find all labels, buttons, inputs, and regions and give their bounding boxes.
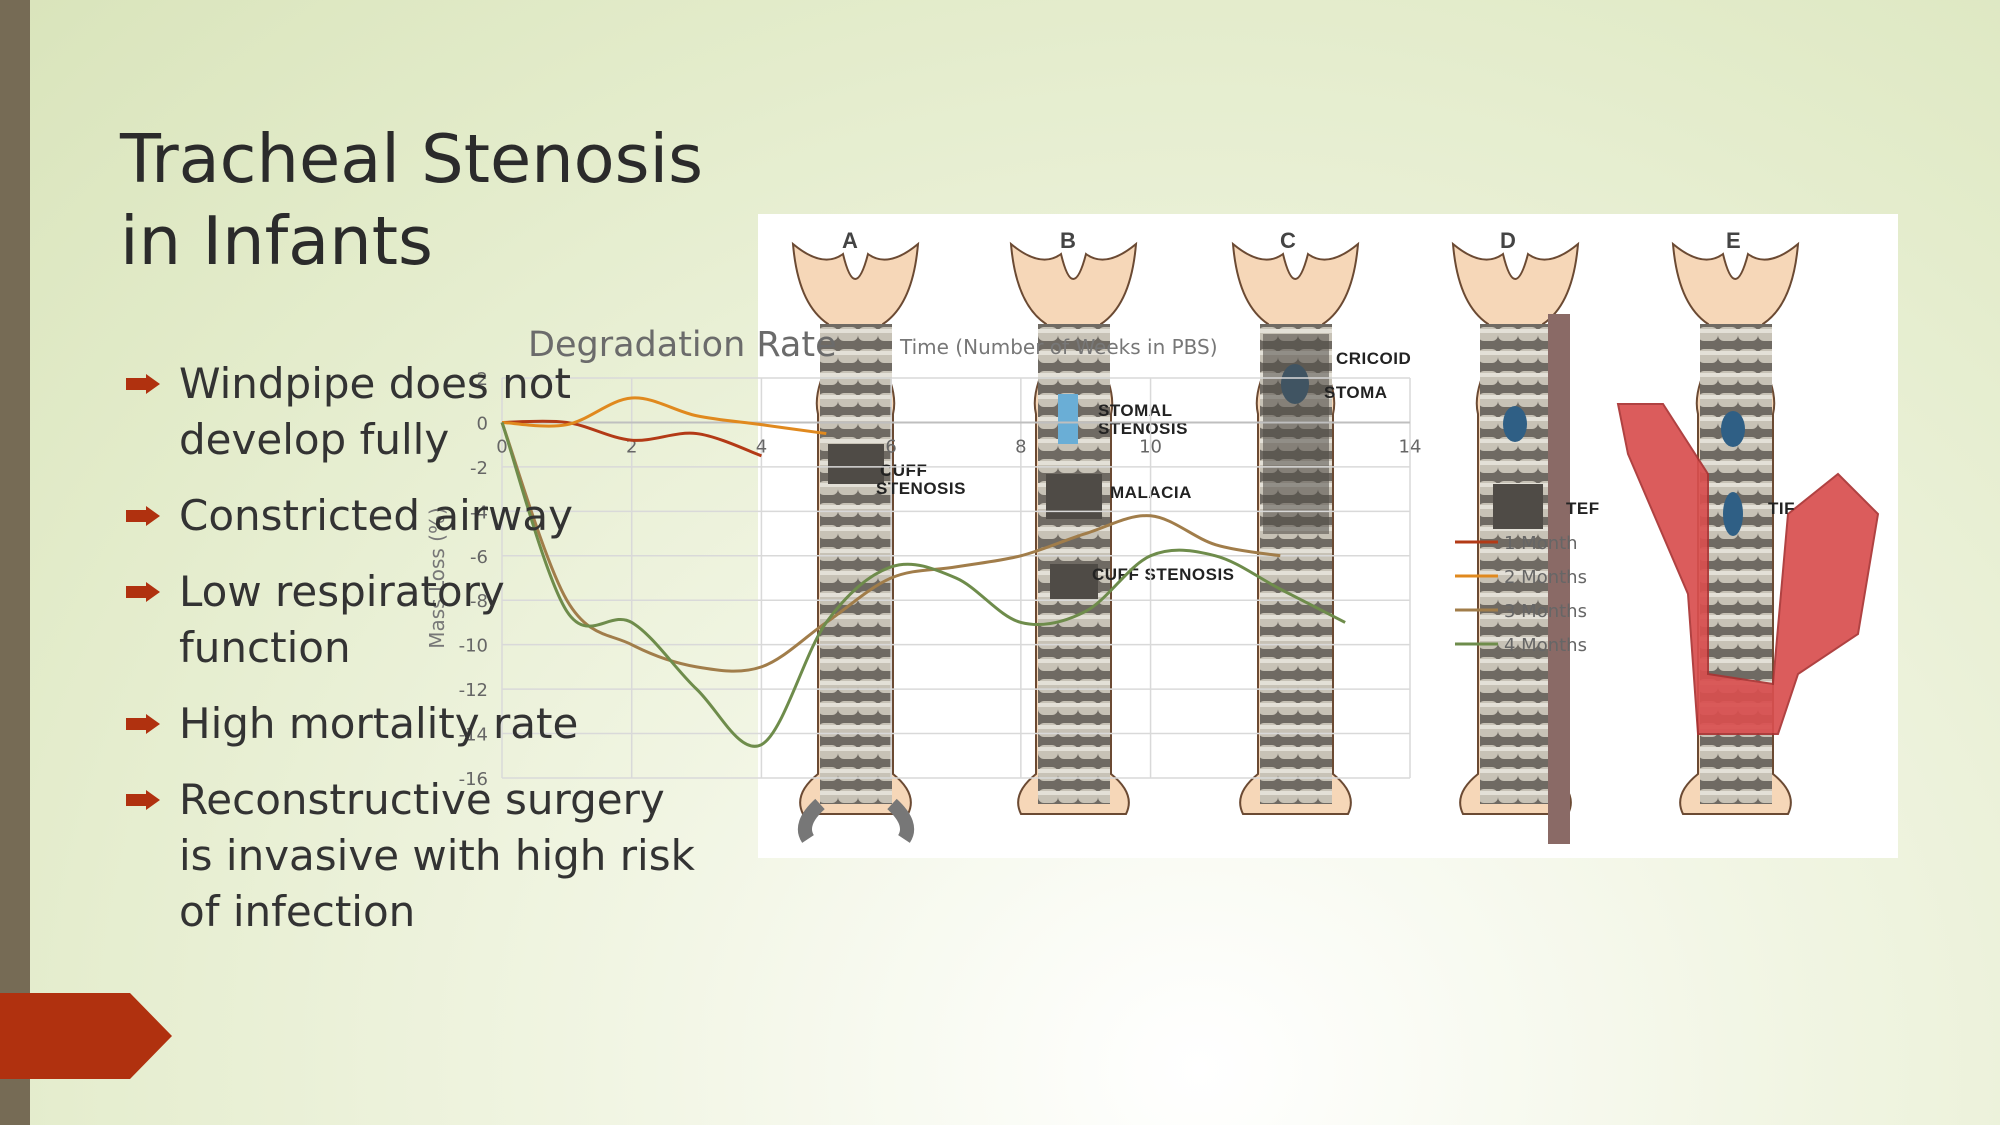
chart-series-line xyxy=(500,421,1346,748)
slide-accent-arrow xyxy=(0,993,172,1079)
chart-x-tick-label: 14 xyxy=(1399,436,1422,457)
chart-x-tick-label: 8 xyxy=(1015,436,1026,457)
trachea-a-shape xyxy=(791,241,920,843)
chart-y-tick-label: -10 xyxy=(459,636,488,657)
label-cricoid: CRICOID xyxy=(1336,349,1412,368)
panel-letter-a: A xyxy=(842,228,858,253)
chart-legend-label: 2 Months xyxy=(1504,567,1587,588)
chart-y-tick-label: -8 xyxy=(470,591,488,612)
chart-legend-label: 4 Months xyxy=(1504,635,1587,656)
chart-y-axis-label: Mass Loss (%) xyxy=(425,507,449,649)
chart-x-tick-label: 2 xyxy=(626,436,637,457)
bullet-text-line: of infection xyxy=(179,887,416,936)
arrow-bullet-icon xyxy=(126,374,160,394)
chart-y-tick-label: -6 xyxy=(470,547,488,568)
trachea-e-shape xyxy=(1616,241,1880,815)
panel-letter-b: B xyxy=(1060,228,1076,253)
label-tif: TIF xyxy=(1768,499,1795,518)
bullet-item: Constricted airway xyxy=(124,488,744,544)
panel-letter-e: E xyxy=(1726,228,1741,253)
bullet-text-line: Windpipe does not xyxy=(179,359,571,408)
bullet-text-line: Low respiratory xyxy=(179,567,505,616)
chart-x-tick-label: 10 xyxy=(1139,436,1162,457)
label-tef: TEF xyxy=(1566,499,1600,518)
chart-y-tick-label: -12 xyxy=(459,680,488,701)
label-stenosis-a: STENOSIS xyxy=(876,479,966,498)
chart-series-line xyxy=(501,419,762,458)
chart-y-tick-label: 2 xyxy=(477,369,488,390)
slide-sidebar-bar xyxy=(0,0,30,1125)
chart-series-line xyxy=(501,396,827,436)
bullet-text-line: High mortality rate xyxy=(179,699,579,748)
label-stomal: STOMAL xyxy=(1098,401,1173,420)
bullet-item: Windpipe does not develop fully xyxy=(124,356,744,468)
label-cuff-stenosis-b: CUFF STENOSIS xyxy=(1092,565,1235,584)
bullet-text-line: develop fully xyxy=(179,415,450,464)
bullet-item: High mortality rate xyxy=(124,696,744,752)
chart-y-tick-label: -16 xyxy=(459,769,488,790)
chart-title: Degradation Rate xyxy=(528,325,837,365)
bullet-text-line: is invasive with high risk xyxy=(179,831,695,880)
chart-y-tick-label: -2 xyxy=(470,458,488,479)
chart-y-tick-label: 0 xyxy=(477,413,488,434)
arrow-bullet-icon xyxy=(126,506,160,526)
slide-title-line-2: in Infants xyxy=(120,202,433,280)
degradation-rate-chart: Degradation Rate Time (Number of Weeks in… xyxy=(425,325,1587,790)
bullet-text-line: function xyxy=(179,623,351,672)
chart-x-tick-label: 4 xyxy=(756,436,767,457)
label-stoma: STOMA xyxy=(1324,383,1388,402)
bullet-item: Reconstructive surgery is invasive with … xyxy=(124,772,744,940)
chart-x-axis-label: Time (Number of Weeks in PBS) xyxy=(899,335,1218,359)
panel-letter-d: D xyxy=(1500,228,1516,253)
arrow-bullet-icon xyxy=(126,714,160,734)
slide-title-line-1: Tracheal Stenosis xyxy=(120,120,704,198)
chart-legend-label: 1 Month xyxy=(1504,533,1578,554)
chart-x-tick-label: 6 xyxy=(885,436,896,457)
chart-y-tick-label: -4 xyxy=(470,502,488,523)
trachea-c-shape xyxy=(1231,241,1360,815)
arrow-bullet-icon xyxy=(126,790,160,810)
arrow-bullet-icon xyxy=(126,582,160,602)
bullet-item: Low respiratory function xyxy=(124,564,744,676)
chart-legend-label: 3 Months xyxy=(1504,601,1587,622)
trachea-d-shape xyxy=(1451,241,1580,844)
label-stenosis-b: STENOSIS xyxy=(1098,419,1188,438)
chart-series-line xyxy=(500,421,1281,673)
bullet-text-line: Reconstructive surgery xyxy=(179,775,665,824)
bullet-list: Windpipe does not develop fully Constric… xyxy=(124,356,744,960)
panel-letter-c: C xyxy=(1280,228,1296,253)
chart-y-tick-label: -14 xyxy=(459,725,488,746)
slide-title: Tracheal Stenosis in Infants xyxy=(120,118,760,282)
chart-x-tick-label: 0 xyxy=(496,436,507,457)
bullet-text-line: Constricted airway xyxy=(179,491,573,540)
